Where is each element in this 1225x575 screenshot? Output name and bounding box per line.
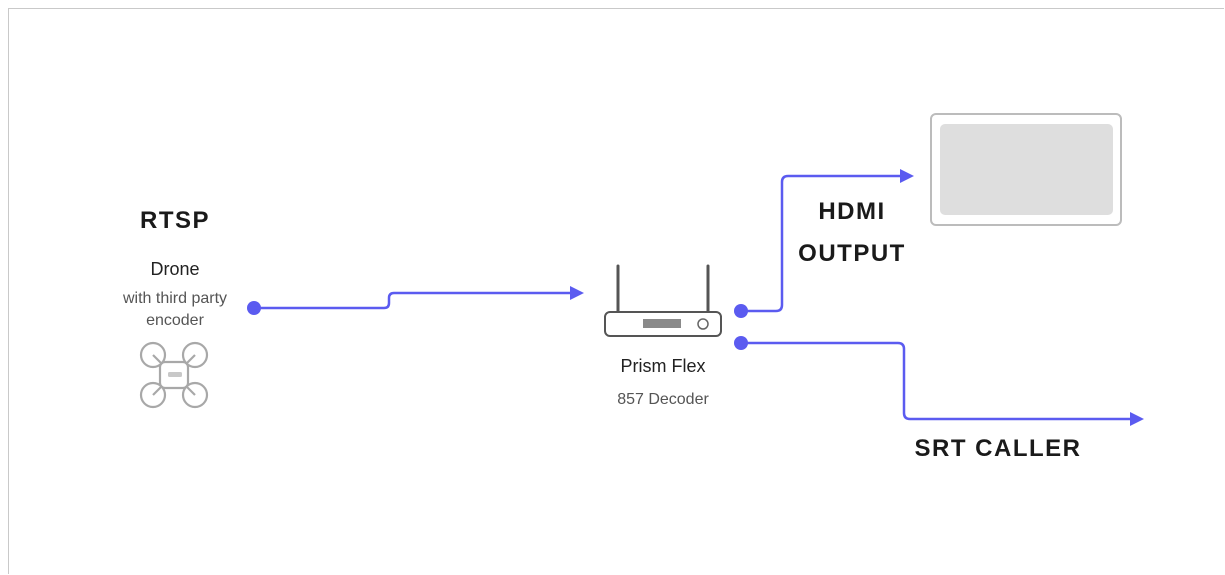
source-name-label: Drone (150, 259, 200, 279)
router-icon (604, 264, 722, 337)
decoder-name-label: Prism Flex (620, 356, 706, 376)
srt-connector-line (741, 341, 1131, 421)
hdmi-connector (734, 169, 914, 318)
source-description-label: with third party encoder (122, 290, 228, 329)
hdmi-connector-line (741, 174, 902, 313)
srt-caller-label: SRT CALLER (914, 435, 1082, 462)
rtsp-arrowhead (570, 286, 584, 300)
hdmi-output-label-line2: OUTPUT (798, 240, 906, 267)
drone-icon (139, 341, 209, 409)
srt-arrowhead (1130, 412, 1144, 426)
decoder-model-label: 857 Decoder (617, 391, 709, 408)
srt-connector (734, 336, 1144, 426)
monitor-icon (930, 113, 1122, 226)
source-protocol-label: RTSP (139, 207, 210, 234)
diagram-frame (8, 8, 1224, 574)
rtsp-connector-line (254, 291, 572, 310)
hdmi-arrowhead (900, 169, 914, 183)
hdmi-output-label-line1: HDMI (818, 198, 886, 225)
rtsp-connector (247, 286, 584, 315)
